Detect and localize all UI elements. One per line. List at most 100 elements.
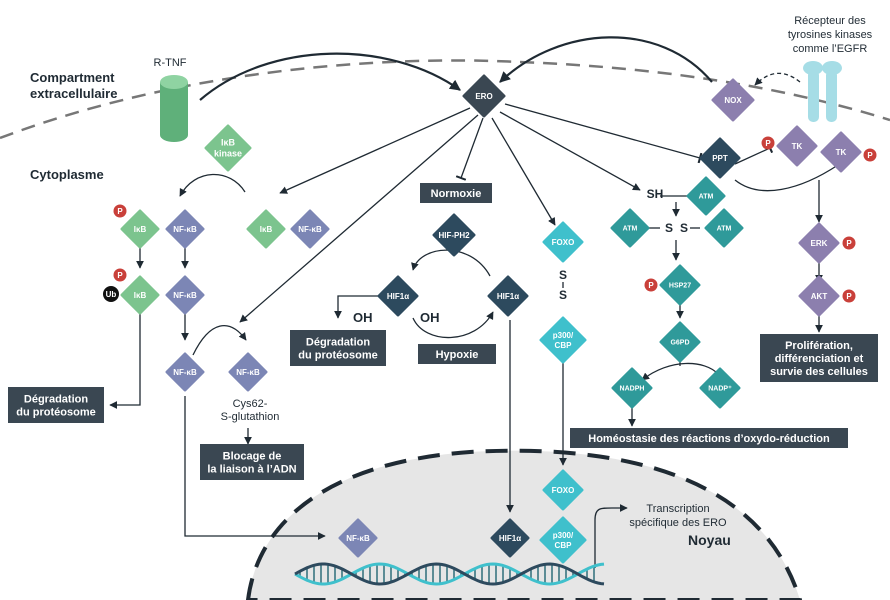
- node-ikb-2-label: IκB: [260, 225, 273, 234]
- node-nfkb-3-shape: [165, 275, 205, 315]
- node-nfkb-5: NF-κB: [228, 352, 268, 392]
- node-nfkb-3-label: NF-κB: [173, 291, 197, 300]
- node-erk-shape: [798, 222, 840, 264]
- node-ikb-3: IκB: [120, 275, 160, 315]
- node-nfkb-nucleus-shape: [338, 518, 378, 558]
- node-akt-shape: [798, 275, 840, 317]
- sh-label: SH: [647, 187, 664, 201]
- node-ero-shape: [462, 74, 506, 118]
- node-ppt-shape: [699, 137, 741, 179]
- node-atm-right: ATM: [704, 208, 744, 248]
- ub-ikb-3-badge: Ub: [103, 286, 119, 302]
- node-nfkb-nucleus-label: NF-κB: [346, 534, 370, 543]
- node-nfkb-4-label: NF-κB: [173, 368, 197, 377]
- p-hsp27-text: P: [648, 281, 654, 290]
- p-akt-text: P: [846, 292, 852, 301]
- foxo-s-bottom: S: [559, 288, 567, 302]
- node-nfkb-2-shape: [290, 209, 330, 249]
- node-hif1a-nucleus-label: HIF1α: [499, 534, 521, 543]
- node-nfkb-1-label: NF-κB: [173, 225, 197, 234]
- p-ikb-3-badge: P: [113, 268, 127, 282]
- box-degr_prot_1-line: du protéosome: [16, 407, 95, 419]
- node-nfkb-5-shape: [228, 352, 268, 392]
- node-ikb-3-label: IκB: [134, 291, 147, 300]
- cys-label: Cys62- S-glutathion: [221, 398, 280, 423]
- node-erk-label: ERK: [811, 239, 828, 248]
- node-erk: ERK: [798, 222, 840, 264]
- p-tk-2-text: P: [867, 151, 873, 160]
- rtnf-receptor-icon: [160, 75, 188, 142]
- node-p300-nucleus-label: p300/: [553, 531, 574, 540]
- node-ikb-1-shape: [120, 209, 160, 249]
- node-foxo-1-shape: [542, 221, 584, 263]
- box-hypoxie: Hypoxie: [418, 344, 496, 364]
- node-ikb-2: IκB: [246, 209, 286, 249]
- p-ikb-1-text: P: [117, 207, 123, 216]
- node-p300-1-label: p300/: [553, 331, 574, 340]
- receptor-line-2: tyrosines kinases: [788, 29, 873, 41]
- node-foxo-nucleus: FOXO: [542, 469, 584, 511]
- node-hifph2: HIF-PH2: [432, 213, 476, 257]
- p-hsp27-badge: P: [644, 278, 658, 292]
- node-hif1a-1-shape: [377, 275, 419, 317]
- oh-left-label: OH: [353, 310, 373, 325]
- box-degr_prot_2-line: Dégradation: [306, 337, 370, 349]
- node-ikb-1: IκB: [120, 209, 160, 249]
- p-tk-1-text: P: [765, 139, 771, 148]
- extracellular-line-2: extracellulaire: [30, 86, 117, 101]
- box-degr_prot_2-line: du protéosome: [298, 350, 377, 362]
- node-nfkb-4: NF-κB: [165, 352, 205, 392]
- node-ikk-label: kinase: [214, 149, 242, 159]
- node-tk-1-label: TK: [792, 142, 803, 151]
- foxo-s-top: S: [559, 268, 567, 282]
- node-ikb-3-shape: [120, 275, 160, 315]
- node-hif1a-2-label: HIF1α: [497, 292, 519, 301]
- node-nox-shape: [711, 78, 755, 122]
- node-nadp: NADP⁺: [699, 367, 741, 409]
- receptor-line-3: comme l’EGFR: [793, 43, 868, 55]
- node-hif1a-nucleus-shape: [490, 518, 530, 558]
- receptor-label: Récepteur des tyrosines kinases comme l’…: [788, 15, 873, 55]
- node-nfkb-1: NF-κB: [165, 209, 205, 249]
- node-hif1a-2: HIF1α: [487, 275, 529, 317]
- node-nfkb-nucleus: NF-κB: [338, 518, 378, 558]
- dna-helix-icon: [294, 562, 605, 586]
- node-tk-2-label: TK: [836, 148, 847, 157]
- box-blocage-line: Blocage de: [223, 451, 282, 463]
- node-p300-nucleus-label: CBP: [555, 541, 573, 550]
- node-atm-right-label: ATM: [717, 225, 732, 232]
- node-atm-top-shape: [686, 176, 726, 216]
- node-tk-1: TK: [776, 125, 818, 167]
- node-nadph: NADPH: [611, 367, 653, 409]
- rtnf-label: R-TNF: [154, 57, 187, 69]
- node-nfkb-3: NF-κB: [165, 275, 205, 315]
- transcription-label: Transcription spécifique des ERO: [629, 503, 727, 529]
- node-foxo-1-label: FOXO: [552, 238, 575, 247]
- transcription-line-2: spécifique des ERO: [629, 517, 727, 529]
- node-hifph2-label: HIF-PH2: [438, 231, 470, 240]
- box-prolif-line: Prolifération,: [785, 340, 853, 352]
- node-atm-top: ATM: [686, 176, 726, 216]
- node-p300-nucleus: p300/CBP: [539, 516, 587, 564]
- node-ikb-1-label: IκB: [134, 225, 147, 234]
- p-tk-1-badge: P: [761, 136, 775, 150]
- node-atm-top-label: ATM: [699, 193, 714, 200]
- box-hypoxie-line: Hypoxie: [436, 349, 479, 361]
- nucleus-region: [245, 448, 803, 600]
- box-normoxie: Normoxie: [420, 183, 492, 203]
- node-g6pd-label: G6PD: [670, 339, 689, 346]
- box-degr_prot_1-line: Dégradation: [24, 394, 88, 406]
- p-erk-badge: P: [842, 236, 856, 250]
- node-nfkb-5-label: NF-κB: [236, 368, 260, 377]
- node-nfkb-4-shape: [165, 352, 205, 392]
- p-ikb-1-badge: P: [113, 204, 127, 218]
- oh-right-label: OH: [420, 310, 440, 325]
- node-p300-nucleus-shape: [539, 516, 587, 564]
- p-erk-text: P: [846, 239, 852, 248]
- box-homeo: Homéostasie des réactions d’oxydo-réduct…: [570, 428, 848, 448]
